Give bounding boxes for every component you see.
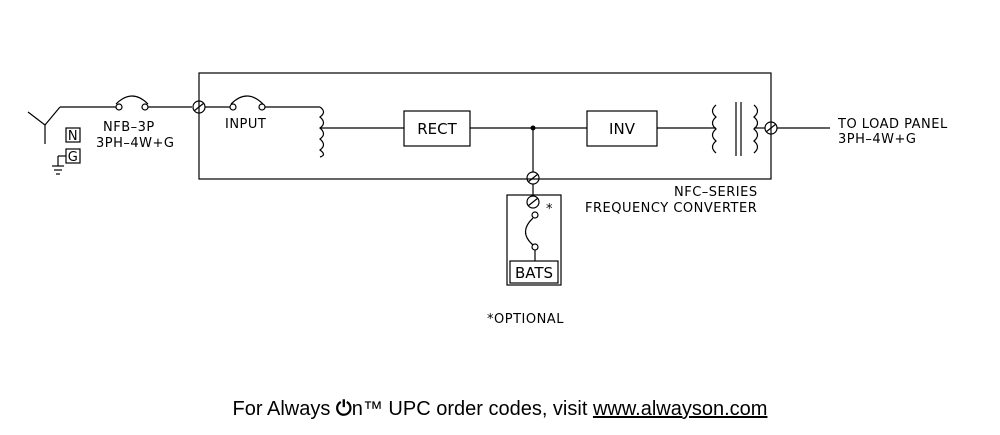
svg-text:N: N [68,129,78,144]
output-transformer-symbol [711,102,765,156]
converter-enclosure [198,72,772,180]
battery-cabinet [506,194,562,286]
rect-label: RECT [417,120,457,138]
converter-label: FREQUENCY CONVERTER [585,201,757,216]
ground-symbol [52,155,66,175]
inv-label: INV [609,120,636,138]
alwayson-link[interactable]: www.alwayson.com [592,398,768,420]
to-load-supply-label: 3PH–4W+G [838,132,916,147]
input-label: INPUT [225,117,266,132]
order-codes-footer: For Always ⏻n™ UPC order codes, visit ww… [0,398,1000,421]
svg-text:G: G [68,150,79,165]
to-load-label: TO LOAD PANEL [837,117,948,132]
breaker-label: NFB–3P [103,120,155,135]
footer-brand-suffix: n™ UPC order codes, visit [351,398,593,420]
power-icon: ⏻ [335,398,352,420]
supply-wye-symbol [27,106,116,144]
input-breaker-symbol [205,95,320,111]
optional-label: *OPTIONAL [487,312,564,327]
bats-label: BATS [515,264,553,282]
optional-asterisk: * [546,202,553,217]
bats-box [509,260,559,284]
series-label: NFC–SERIES [674,185,758,200]
footer-prefix: For Always [232,398,336,420]
battery-terminal-symbol [526,171,540,195]
battery-breaker-symbol [524,195,540,261]
g-terminal: G [65,148,81,165]
output-terminal-symbol [764,121,830,135]
n-terminal: N [65,127,81,144]
supply-label: 3PH–4W+G [96,136,174,151]
input-transformer-coil [318,106,325,158]
nfb-breaker-symbol [115,95,192,111]
